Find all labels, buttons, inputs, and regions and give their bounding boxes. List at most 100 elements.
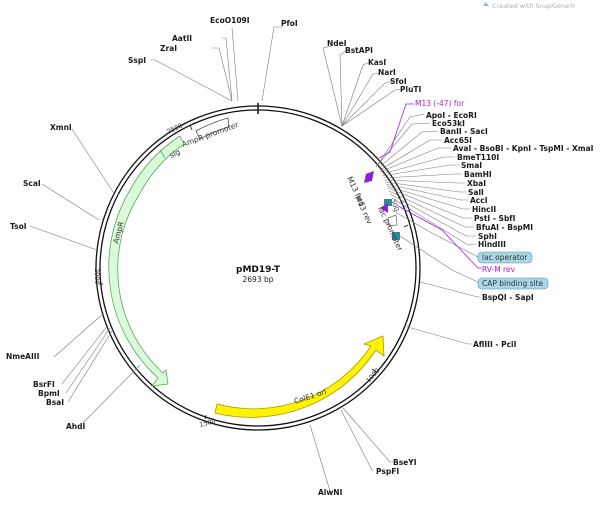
sig-label: sig bbox=[168, 147, 182, 160]
enzyme-bamHI: BamHI bbox=[464, 170, 492, 179]
enzyme-sspI: SspI bbox=[128, 56, 146, 65]
enzyme-pstI-sbfI: PstI - SbfI bbox=[474, 214, 516, 223]
enzyme-tsoI: TsoI bbox=[10, 222, 27, 231]
enzyme-apoI-ecoRI: ApoI - EcoRI bbox=[426, 111, 477, 120]
lead-hincII bbox=[386, 185, 470, 210]
cap-box bbox=[392, 232, 400, 240]
enzyme-xbaI: XbaI bbox=[467, 179, 486, 188]
ampr-label: AmpR bbox=[111, 221, 125, 245]
backbone bbox=[95, 103, 421, 431]
enzyme-eco53kI: Eco53kI bbox=[432, 119, 465, 128]
lead-kasI bbox=[341, 61, 371, 127]
enzyme-bfuAI-bspMI: BfuAI - BspMI bbox=[476, 223, 533, 232]
snapgene-logo-icon bbox=[483, 2, 489, 6]
sig-divider bbox=[159, 149, 166, 159]
enzyme-hincII: HincII bbox=[472, 205, 496, 214]
enzyme-nmeAIII: NmeAIII bbox=[6, 352, 40, 361]
tick-1500 bbox=[204, 414, 207, 420]
enzyme-bpmI: BpmI bbox=[38, 389, 60, 398]
lac-promoter-arrow bbox=[387, 214, 398, 227]
m13-rev-label: M13 rev bbox=[353, 194, 374, 226]
tick-label-500: 500 bbox=[389, 198, 400, 212]
plasmid-center: pMD19-T 2693 bp bbox=[236, 265, 281, 284]
m13-47-for-label: M13 (-47) for bbox=[415, 99, 465, 108]
lead-ahdI bbox=[82, 364, 141, 424]
enzyme-labels: EcoO109I PfoI AatII ZraI SspI NdeI BstAP… bbox=[6, 16, 594, 497]
lead-aatII bbox=[222, 37, 233, 102]
enzyme-hindIII: HindIII bbox=[478, 240, 506, 249]
watermark-text: Created with SnapGene® bbox=[492, 2, 576, 10]
lead-ecoO109I bbox=[231, 27, 239, 102]
cap-binding-site-label: CAP binding site bbox=[482, 279, 544, 288]
tick-2500 bbox=[189, 124, 193, 131]
plasmid-size: 2693 bp bbox=[243, 275, 274, 284]
lead-lac-operator bbox=[391, 209, 481, 259]
plasmid-name: pMD19-T bbox=[236, 265, 281, 275]
tick-label-2000: 2000 bbox=[93, 268, 101, 285]
lead-sspI bbox=[150, 59, 233, 102]
lead-bpmI bbox=[65, 327, 111, 394]
enzyme-bsaI: BsaI bbox=[46, 398, 64, 407]
lead-m13-47-for bbox=[378, 103, 414, 159]
lead-apoI bbox=[375, 113, 425, 168]
ampr-promoter-arrow bbox=[195, 117, 230, 140]
lead-nmeAIII bbox=[53, 312, 105, 358]
enzyme-pspFI: PspFI bbox=[376, 467, 399, 476]
lead-pluTI bbox=[341, 88, 403, 127]
ampr-feature: sig AmpR bbox=[108, 135, 185, 387]
lead-pspFI bbox=[340, 409, 374, 471]
enzyme-aatII: AatII bbox=[172, 34, 192, 43]
lead-bsaI bbox=[67, 330, 113, 403]
enzyme-ndeI: NdeI bbox=[327, 39, 347, 48]
enzyme-bspQI-sapI: BspQI - SapI bbox=[482, 293, 534, 302]
ampr-arrow bbox=[108, 135, 185, 387]
enzyme-scaI: ScaI bbox=[23, 179, 41, 188]
enzyme-ecoO109I: EcoO109I bbox=[210, 16, 250, 25]
lead-salI bbox=[384, 181, 466, 193]
enzyme-salI: SalI bbox=[468, 188, 484, 197]
lead-bfuAI bbox=[388, 190, 474, 228]
lead-accI bbox=[385, 183, 468, 201]
colei-arrow bbox=[214, 335, 385, 418]
lead-xmnI bbox=[71, 128, 116, 196]
tick-1000 bbox=[371, 368, 377, 373]
lead-smaI bbox=[381, 164, 459, 177]
enzyme-banII-sacI: BanII - SacI bbox=[440, 127, 488, 136]
lead-bstAPI bbox=[339, 49, 348, 127]
m13-fwd-arrow bbox=[364, 171, 374, 183]
enzyme-avaI-group: AvaI - BsoBI - KpnI - TspMI - XmaI bbox=[453, 144, 594, 153]
lead-xbaI bbox=[383, 179, 465, 184]
lead-ndeI bbox=[322, 45, 343, 127]
enzyme-zraI: ZraI bbox=[160, 44, 177, 53]
rv-m-rev-label: RV-M rev bbox=[482, 265, 516, 274]
lead-avaI bbox=[379, 147, 451, 173]
enzyme-sfoI: SfoI bbox=[390, 77, 407, 86]
enzyme-bmeT110I: BmeT110I bbox=[457, 153, 499, 162]
enzyme-xmnI: XmnI bbox=[50, 123, 72, 132]
enzyme-smaI: SmaI bbox=[461, 161, 482, 170]
lead-banII bbox=[377, 130, 439, 169]
enzyme-accI: AccI bbox=[470, 196, 488, 205]
m13-fwd-box bbox=[384, 199, 392, 206]
enzyme-aflIII-pciI: AflIII - PciI bbox=[473, 340, 517, 349]
lead-hindIII bbox=[391, 197, 477, 246]
lead-sphI bbox=[389, 193, 476, 237]
lead-tsoI bbox=[29, 225, 98, 251]
feature-annotations: M13 (-47) for lac operator RV-M rev CAP … bbox=[415, 99, 549, 290]
lead-pstI bbox=[387, 187, 472, 219]
enzyme-pluTI: PluTI bbox=[400, 85, 422, 94]
lac-operator-label: lac operator bbox=[482, 253, 528, 262]
snapgene-logo: Created with SnapGene® bbox=[483, 2, 576, 10]
enzyme-pfoI: PfoI bbox=[281, 19, 298, 28]
ampr-promoter-feature: AmpR promoter bbox=[181, 117, 241, 149]
tick-label-1500: 1500 bbox=[198, 417, 216, 429]
lac-promoter-label: lac promoter bbox=[376, 205, 405, 253]
lead-bsrFI bbox=[61, 324, 109, 385]
lead-alwNI bbox=[309, 424, 331, 492]
enzyme-kasI: KasI bbox=[368, 58, 386, 67]
lead-bamHI bbox=[382, 173, 462, 179]
lead-narI bbox=[341, 72, 381, 127]
cap-binding-site-box bbox=[477, 277, 549, 290]
lead-bmeT110I bbox=[381, 156, 455, 175]
